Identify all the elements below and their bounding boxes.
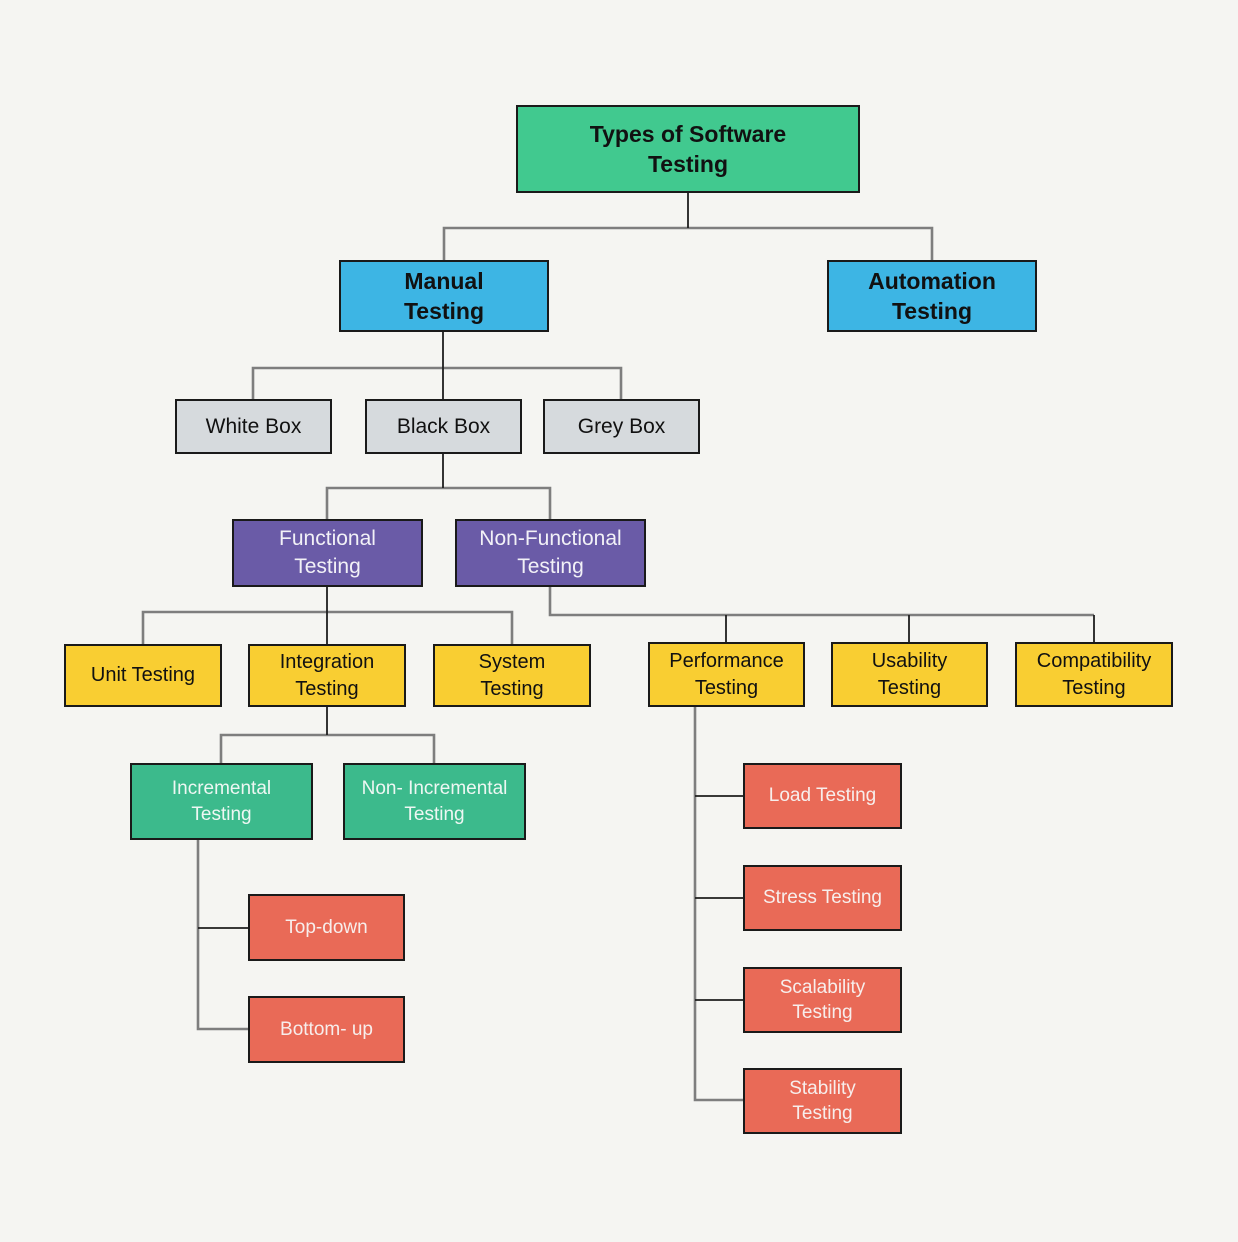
node-usability-testing: Usability Testing <box>831 642 988 707</box>
node-stress-testing: Stress Testing <box>743 865 902 931</box>
node-black-box: Black Box <box>365 399 522 454</box>
node-grey-box: Grey Box <box>543 399 700 454</box>
node-non-functional-testing: Non-Functional Testing <box>455 519 646 587</box>
node-non-incremental-testing: Non- Incremental Testing <box>343 763 526 840</box>
node-system-testing: System Testing <box>433 644 591 707</box>
node-performance-testing: Performance Testing <box>648 642 805 707</box>
node-incremental-testing: Incremental Testing <box>130 763 313 840</box>
node-types-of-software-testing: Types of Software Testing <box>516 105 860 193</box>
node-load-testing: Load Testing <box>743 763 902 829</box>
node-functional-testing: Functional Testing <box>232 519 423 587</box>
node-unit-testing: Unit Testing <box>64 644 222 707</box>
node-stability-testing: Stability Testing <box>743 1068 902 1134</box>
node-scalability-testing: Scalability Testing <box>743 967 902 1033</box>
node-automation-testing: Automation Testing <box>827 260 1037 332</box>
node-bottom-up: Bottom- up <box>248 996 405 1063</box>
node-manual-testing: Manual Testing <box>339 260 549 332</box>
node-white-box: White Box <box>175 399 332 454</box>
node-compatibility-testing: Compatibility Testing <box>1015 642 1173 707</box>
node-integration-testing: Integration Testing <box>248 644 406 707</box>
node-top-down: Top-down <box>248 894 405 961</box>
